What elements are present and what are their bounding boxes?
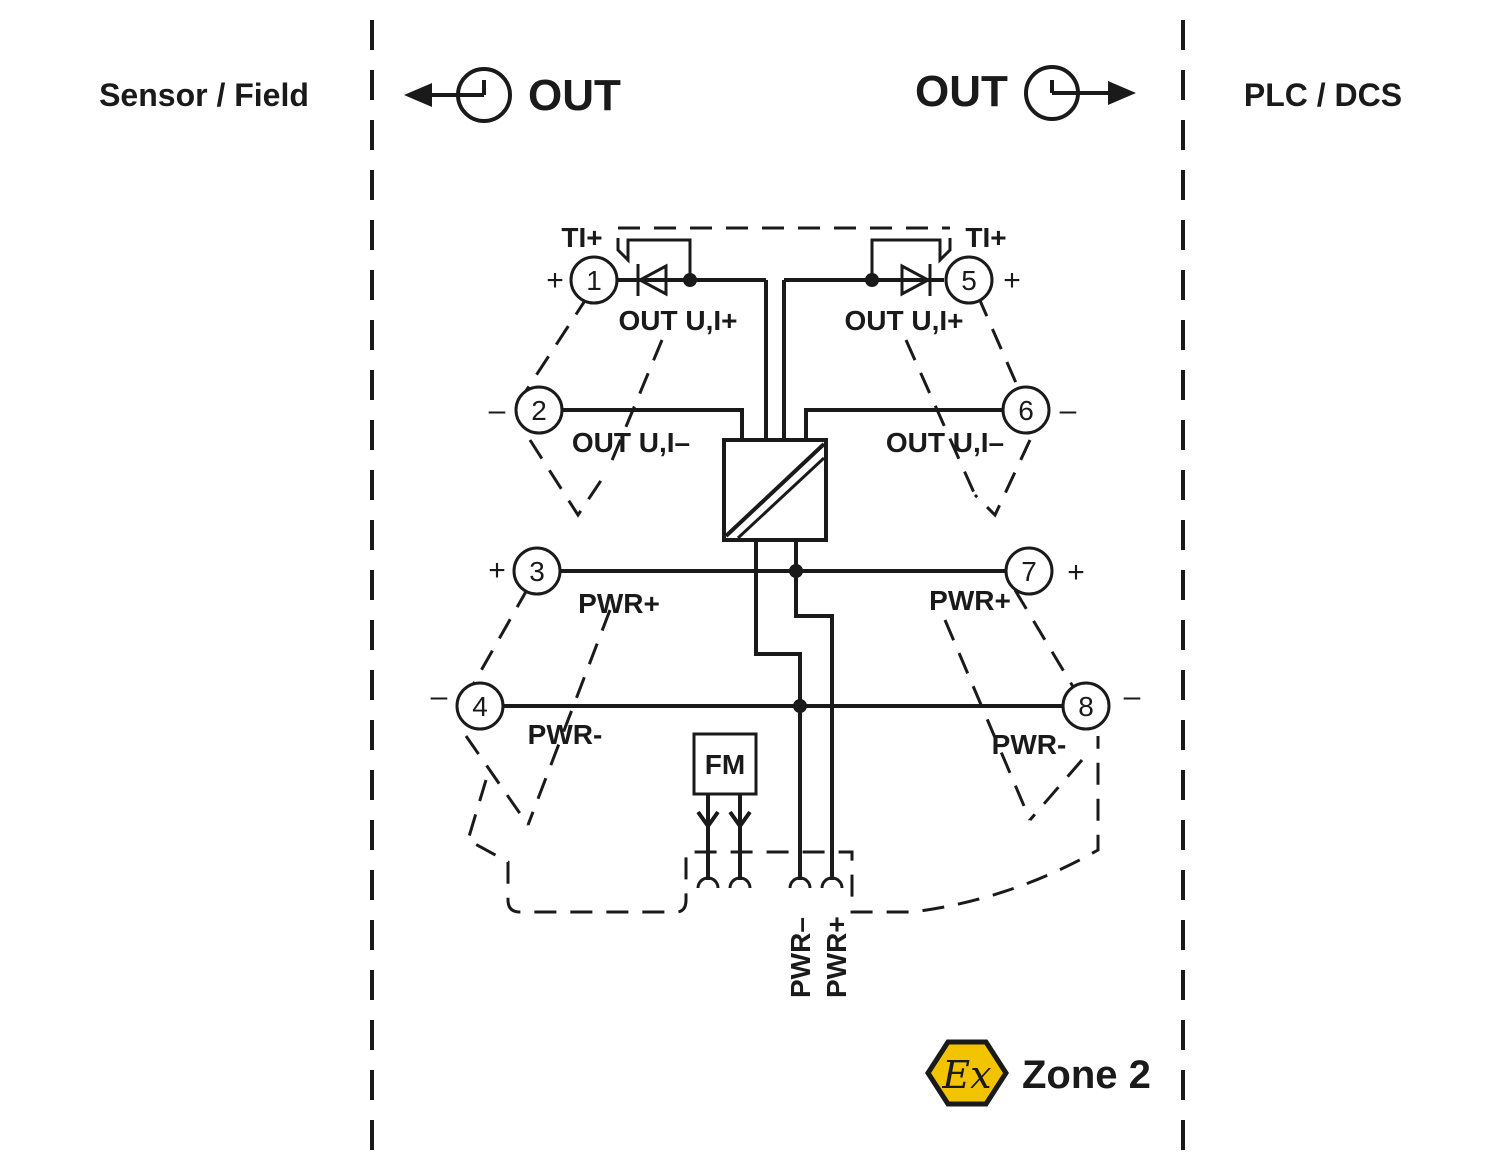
svg-text:8: 8 <box>1078 691 1094 722</box>
ex-hazard-badge: Ex <box>925 1039 1009 1107</box>
bus-label-pwr-minus: PWR– <box>785 917 816 998</box>
terminal-5-label: OUT U,I+ <box>844 305 963 336</box>
diode-right <box>900 263 932 297</box>
svg-text:5: 5 <box>961 265 977 296</box>
test-input-right-label: TI+ <box>965 222 1006 253</box>
svg-text:3: 3 <box>529 556 545 587</box>
terminal-8-polarity: – <box>1124 680 1141 713</box>
terminal-4-label: PWR- <box>528 719 603 750</box>
fault-module <box>692 732 758 880</box>
output-left-symbol <box>404 67 512 123</box>
svg-text:2: 2 <box>531 395 547 426</box>
terminal-3-label: PWR+ <box>578 588 660 619</box>
terminal-2-polarity: – <box>489 394 506 427</box>
diode-left <box>636 263 668 297</box>
terminal-7-polarity: + <box>1067 556 1085 589</box>
junction-dot <box>683 273 697 287</box>
zone-2-label: Zone 2 <box>1022 1053 1151 1097</box>
bus-connectors <box>696 876 844 889</box>
svg-text:4: 4 <box>472 691 488 722</box>
terminal-2[interactable]: 2 <box>514 385 564 435</box>
output-right-label: OUT <box>915 67 1008 116</box>
terminal-4-polarity: – <box>431 680 448 713</box>
terminal-4[interactable]: 4 <box>455 681 505 731</box>
terminal-6[interactable]: 6 <box>1001 385 1051 435</box>
svg-text:1: 1 <box>586 265 602 296</box>
svg-text:6: 6 <box>1018 395 1034 426</box>
bus-label-pwr-plus: PWR+ <box>821 916 852 998</box>
svg-text:7: 7 <box>1021 556 1037 587</box>
ex-symbol-text: Ex <box>941 1053 991 1097</box>
converter-block <box>722 438 828 542</box>
terminal-6-polarity: – <box>1060 394 1077 427</box>
terminal-8[interactable]: 8 <box>1061 681 1111 731</box>
terminal-5-polarity: + <box>1003 264 1021 297</box>
zone-label-plc-dcs: PLC / DCS <box>1244 77 1402 113</box>
connector-outlines <box>464 226 1100 914</box>
terminal-6-label: OUT U,I– <box>886 427 1004 458</box>
fault-module-label: FM <box>705 749 745 780</box>
terminal-7-label: PWR+ <box>929 585 1011 616</box>
terminal-1[interactable]: 1 <box>569 255 619 305</box>
wires <box>504 238 1062 880</box>
terminal-7[interactable]: 7 <box>1004 546 1054 596</box>
zone-label-sensor-field: Sensor / Field <box>99 77 309 113</box>
junction-dot <box>793 699 807 713</box>
terminal-3-polarity: + <box>488 554 506 587</box>
terminal-8-label: PWR- <box>992 729 1067 760</box>
test-input-left-label: TI+ <box>561 222 602 253</box>
terminal-5[interactable]: 5 <box>944 255 994 305</box>
terminal-1-label: OUT U,I+ <box>618 305 737 336</box>
terminal-2-label: OUT U,I– <box>572 427 690 458</box>
terminal-3[interactable]: 3 <box>512 546 562 596</box>
output-right-symbol <box>1024 65 1136 121</box>
junction-dot <box>865 273 879 287</box>
output-left-label: OUT <box>528 71 621 120</box>
junction-dot <box>789 564 803 578</box>
terminal-1-polarity: + <box>546 264 564 297</box>
